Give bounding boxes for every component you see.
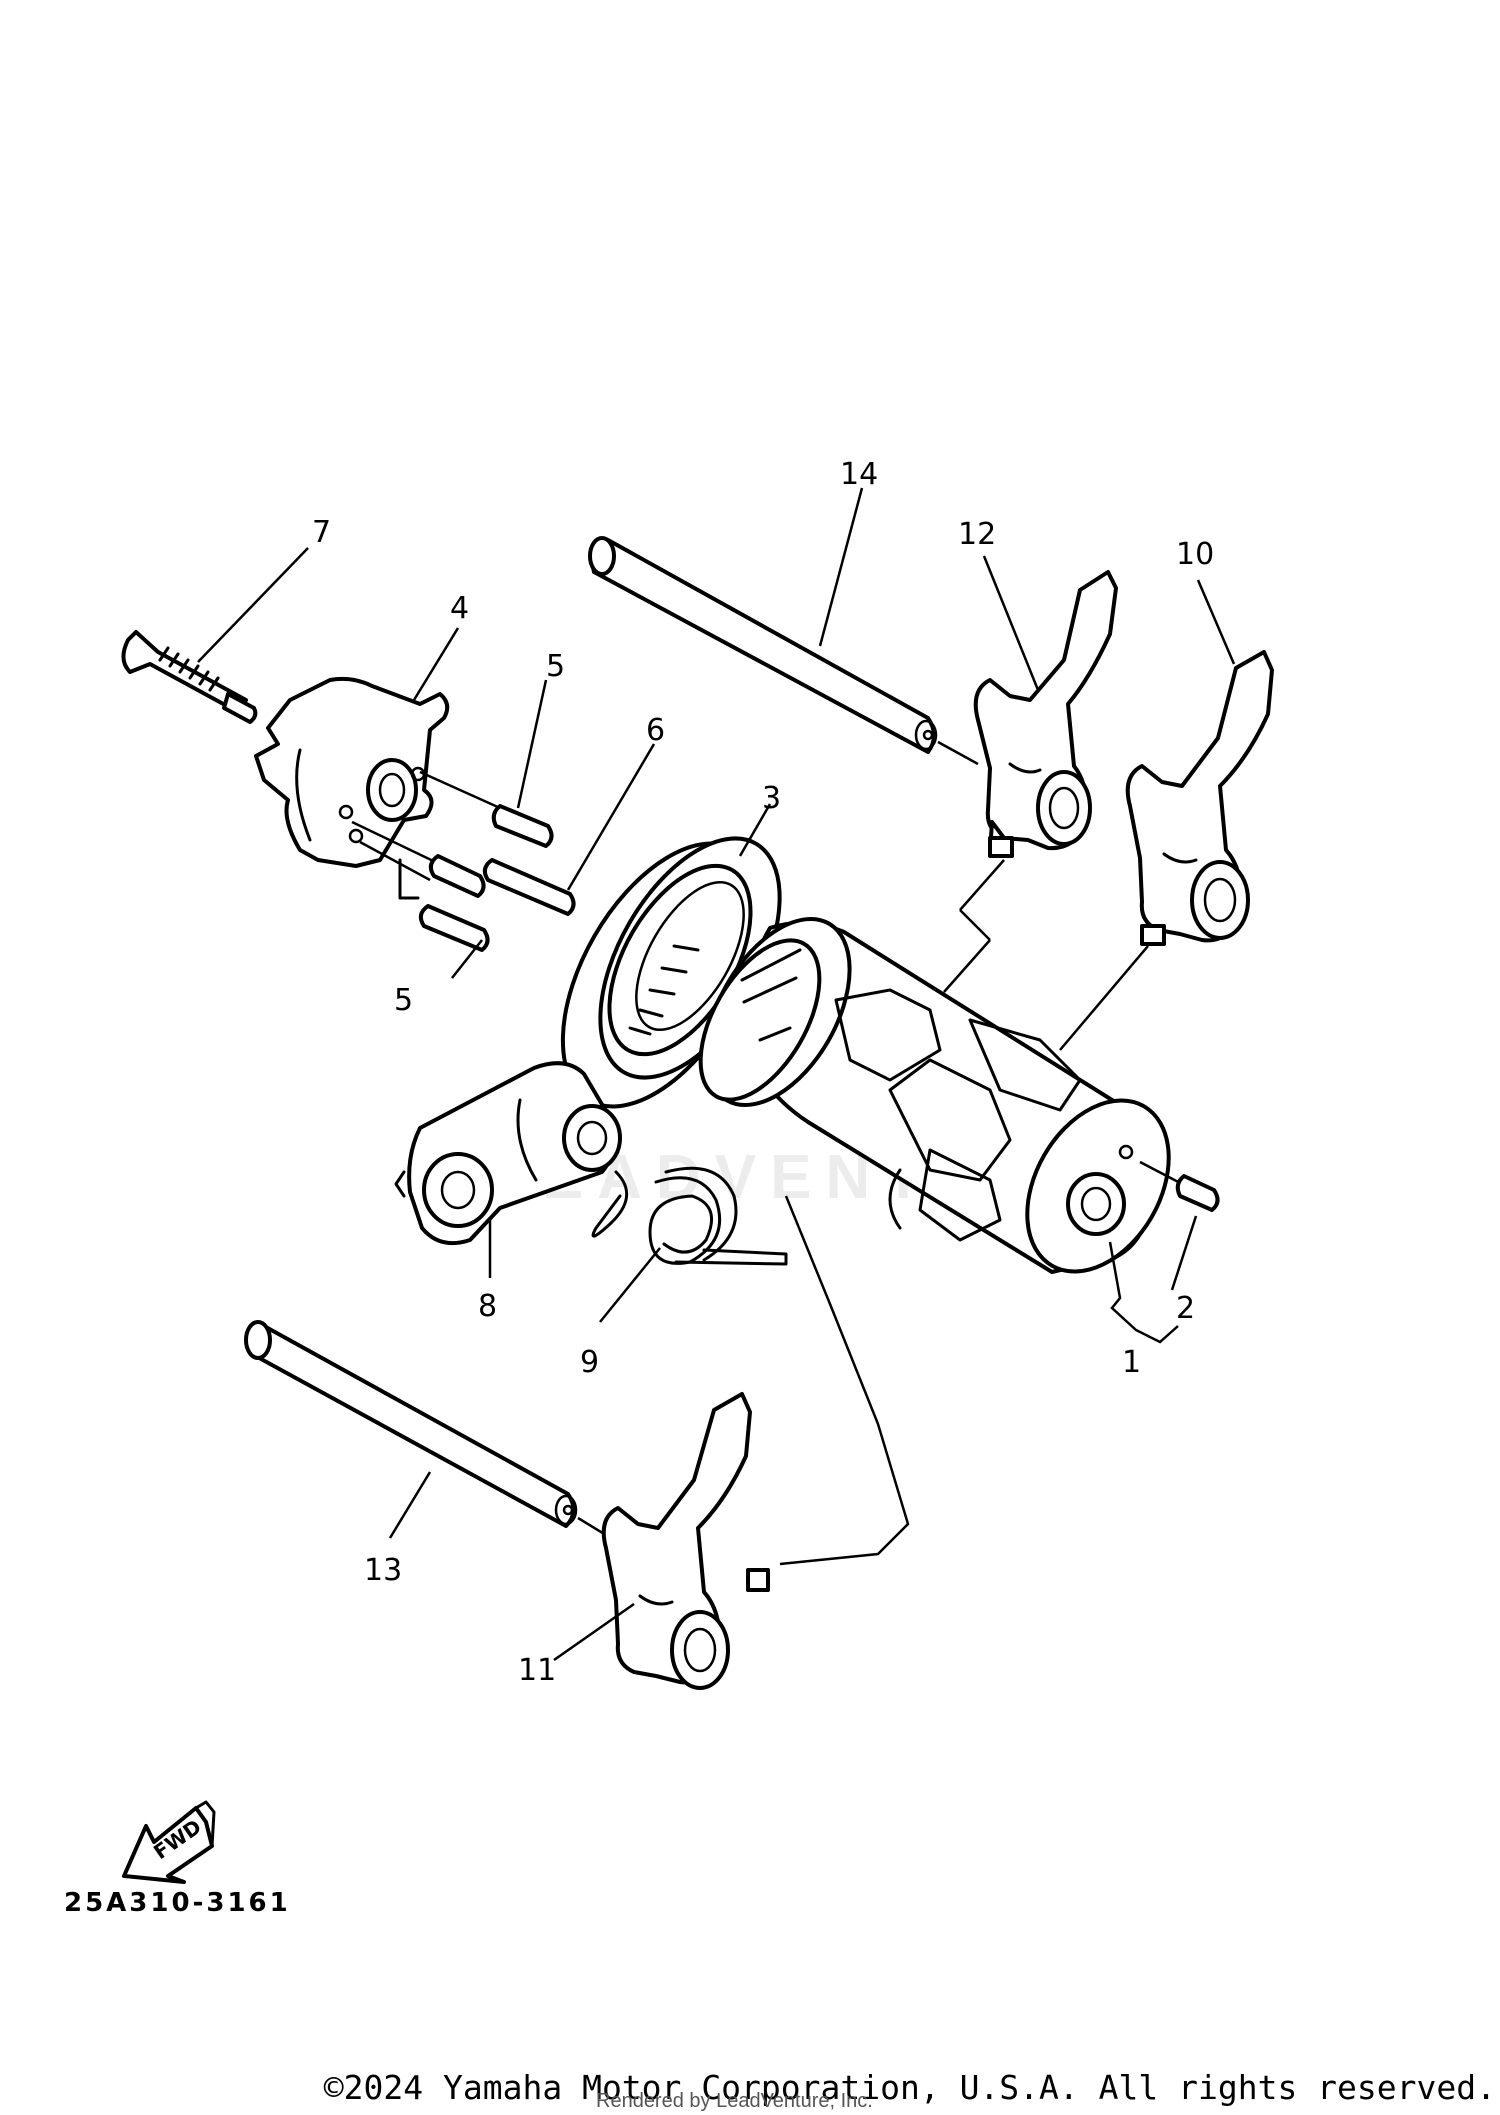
part-9-spring [591, 1166, 788, 1266]
callout-4: 4 [450, 591, 469, 626]
callout-8: 8 [478, 1289, 497, 1324]
callout-12: 12 [958, 517, 996, 552]
part-10-shift-fork [1125, 650, 1274, 946]
callout-13: 13 [364, 1553, 402, 1588]
callout-9: 9 [580, 1345, 599, 1380]
part-13-fork-shaft [244, 1320, 625, 1548]
callout-3: 3 [762, 781, 781, 816]
callout-10: 10 [1176, 537, 1214, 572]
part-12-shift-fork [973, 570, 1118, 858]
leader-lines [197, 487, 1236, 1662]
callout-5-lower: 5 [394, 983, 413, 1018]
part-5-6-pins [351, 770, 576, 952]
callout-5-upper: 5 [546, 649, 565, 684]
part-8-stopper-lever [394, 1061, 622, 1245]
part-14-fork-shaft [588, 536, 979, 766]
part-4-segment [254, 676, 450, 868]
part-2-pin [1139, 1160, 1220, 1212]
callout-7: 7 [312, 515, 331, 550]
fwd-arrow-icon: FWD [122, 1800, 216, 1884]
part-11-shift-fork [601, 1392, 770, 1690]
callout-6: 6 [646, 713, 665, 748]
part-1-shift-drum [698, 917, 1171, 1274]
part-3-bearing [560, 836, 782, 1109]
callout-1: 1 [1122, 1345, 1141, 1380]
callout-2: 2 [1176, 1291, 1195, 1326]
callout-labels: 1 2 3 4 5 5 6 7 8 9 10 11 12 13 14 [312, 457, 1214, 1688]
callout-14: 14 [840, 457, 878, 492]
part-7-bolt [121, 630, 258, 724]
diagram-code: 25A310-3161 [64, 1888, 291, 1918]
rendered-by-notice: Rendered by LeadVenture, Inc. [596, 2090, 873, 2112]
copyright-notice: ©2024 Yamaha Motor Corporation, U.S.A. A… [323, 2068, 1496, 2107]
callout-11: 11 [518, 1653, 556, 1688]
